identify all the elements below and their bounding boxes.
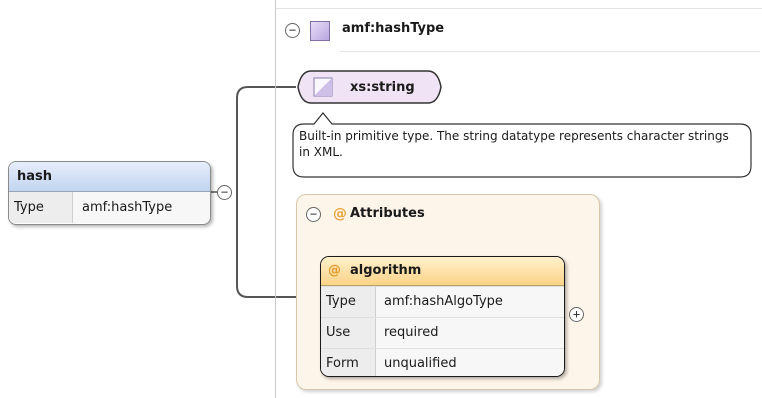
attribute-property-row: Use required	[321, 317, 564, 348]
property-value: amf:hashAlgoType	[376, 287, 564, 317]
property-key: Use	[321, 318, 376, 348]
attribute-icon: @	[328, 263, 341, 278]
documentation-callout	[292, 112, 752, 178]
complex-type-icon	[310, 21, 330, 41]
attributes-icon: @	[333, 206, 347, 222]
attribute-expand-toggle[interactable]: +	[569, 307, 584, 322]
element-collapse-toggle[interactable]: −	[217, 185, 232, 200]
attribute-name: algorithm	[350, 263, 422, 278]
base-type-name: xs:string	[350, 80, 415, 95]
complex-type-collapse-toggle[interactable]: −	[285, 23, 300, 38]
property-key: Form	[321, 349, 376, 376]
property-key: Type	[9, 192, 73, 223]
attributes-collapse-toggle[interactable]: −	[306, 207, 321, 222]
base-type-documentation: Built-in primitive type. The string data…	[299, 129, 729, 159]
tree-branch-lines	[236, 86, 296, 298]
content-panel-border	[275, 0, 276, 398]
attribute-property-row: Type amf:hashAlgoType	[321, 286, 564, 317]
simple-type-icon	[313, 77, 333, 97]
element-box-hash[interactable]: hash Type amf:hashType	[8, 161, 211, 225]
property-value: required	[376, 318, 564, 348]
content-panel-top-divider	[276, 8, 762, 9]
complex-type-name: amf:hashType	[342, 21, 445, 36]
attribute-header: @ algorithm	[321, 257, 564, 286]
element-name: hash	[9, 162, 210, 192]
attribute-box-algorithm[interactable]: @ algorithm Type amf:hashAlgoType Use req…	[320, 256, 565, 377]
attributes-title: Attributes	[350, 206, 425, 221]
attribute-property-row: Form unqualified	[321, 348, 564, 376]
element-property-row: Type amf:hashType	[9, 192, 210, 223]
simple-type-bubble	[297, 70, 442, 104]
property-key: Type	[321, 287, 376, 317]
complex-type-header-divider	[340, 51, 760, 52]
property-value: unqualified	[376, 349, 564, 376]
property-value: amf:hashType	[73, 192, 210, 223]
